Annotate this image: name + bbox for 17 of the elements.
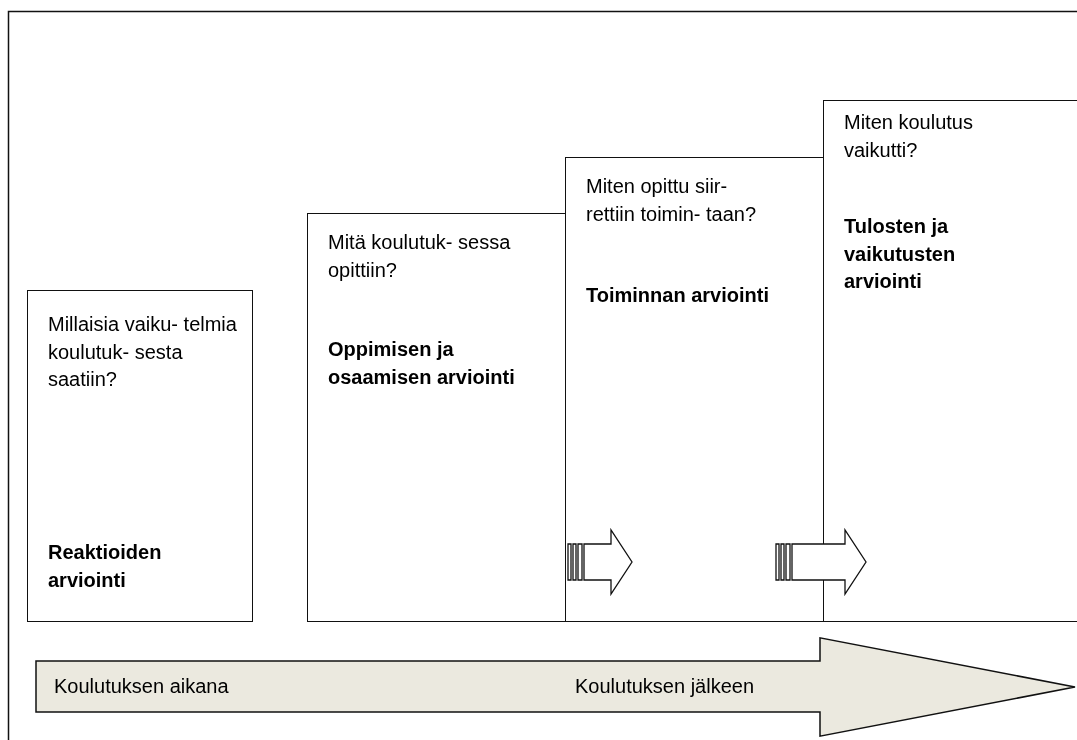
block-arrow [567,527,633,597]
block-arrow [775,527,867,597]
phase-label: Koulutuksen jälkeen [575,674,754,698]
level-heading: Tulosten ja vaikutusten arviointi [844,214,957,294]
phase-label: Koulutuksen aikana [54,674,229,698]
level-heading: Toiminnan arviointi [586,283,770,308]
question-text: Millaisia vaiku- telmia koulutuk- sesta saatiin? [48,312,238,392]
question-text: Miten koulutus vaikutti? [844,110,974,163]
question-text: Miten opittu siir- rettiin toimin- taan? [586,174,758,227]
level-box [565,157,824,622]
level-box [27,290,253,622]
level-box [307,213,566,622]
timeline-arrow [35,637,1077,737]
level-heading: Oppimisen ja osaamisen arviointi [328,337,516,390]
level-box [823,100,1077,622]
question-text: Mitä koulutuk- sessa opittiin? [328,230,512,283]
level-heading: Reaktioiden arviointi [48,540,163,593]
